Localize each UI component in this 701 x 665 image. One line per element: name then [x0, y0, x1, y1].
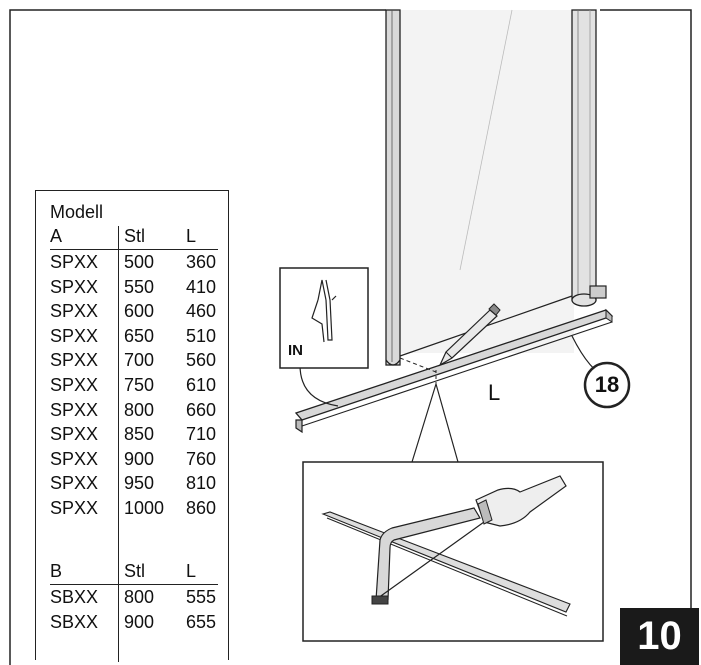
table-cell: 900	[124, 448, 155, 469]
length-label: L	[488, 380, 501, 405]
table-cell: 650	[124, 325, 155, 346]
table-row: SPXX 650 510	[36, 326, 230, 350]
part-number-circle	[583, 361, 631, 409]
table-cell: 555	[186, 587, 217, 607]
table-cell: SPXX	[50, 276, 99, 297]
table-cell: 1000	[124, 498, 165, 518]
table-row: SBXX 800 555	[36, 587, 230, 611]
table-cell: 560	[186, 350, 217, 371]
glass-panel	[385, 9, 607, 366]
step-number-badge: 10	[620, 608, 699, 665]
table-cell: SBXX	[50, 587, 99, 607]
table-cell: 800	[124, 587, 155, 607]
header-cell: B	[50, 561, 63, 581]
table-row: SBXX 900 655	[36, 612, 230, 636]
table-row: SPXX 700 560	[36, 350, 230, 374]
page-border	[9, 9, 692, 665]
table-header-b: B Stl L	[36, 561, 230, 585]
table-cell: 510	[186, 325, 217, 346]
column-divider	[118, 226, 119, 662]
header-cell: A	[50, 226, 63, 246]
table-cell: SBXX	[50, 611, 99, 632]
table-cell: 610	[186, 375, 217, 395]
profile-inset-box	[279, 267, 369, 369]
table-title: Modell	[50, 202, 104, 222]
table-cell: SPXX	[50, 375, 99, 395]
detail-leader	[411, 383, 459, 463]
table-cell: 710	[186, 424, 217, 445]
header-underline-a	[50, 249, 218, 250]
table-cell: SPXX	[50, 350, 99, 371]
hacksaw-icon	[375, 507, 481, 601]
right-frame-profile	[571, 9, 597, 301]
table-cell: 600	[124, 301, 155, 322]
table-cell: 950	[124, 473, 155, 494]
table-cell: 850	[124, 424, 155, 445]
table-cell: 660	[186, 399, 217, 420]
part-number-label: 18	[594, 372, 620, 397]
table-cell: 810	[186, 473, 217, 494]
table-cell: SPXX	[50, 252, 99, 272]
header-underline-b	[50, 584, 218, 585]
inset-leader	[299, 364, 339, 407]
table-cell: 360	[186, 252, 217, 272]
table-cell: 655	[186, 611, 217, 632]
table-cell: SPXX	[50, 301, 99, 322]
table-row: SPXX 1000 860	[36, 498, 230, 522]
table-cell: SPXX	[50, 473, 99, 494]
table-row: SPXX 550 410	[36, 277, 230, 301]
table-row: SPXX 600 460	[36, 301, 230, 325]
table-row: SPXX 900 760	[36, 449, 230, 473]
table-cell: 760	[186, 448, 217, 469]
table-row: SPXX 950 810	[36, 473, 230, 497]
table-row: SPXX 850 710	[36, 424, 230, 448]
profile-section-icon	[311, 279, 337, 343]
hand-icon	[475, 475, 567, 527]
inset-label-in: IN	[288, 342, 303, 359]
table-header-a: A Stl L	[36, 226, 230, 250]
table-cell: 550	[124, 276, 155, 297]
bottom-seal-strip	[294, 308, 614, 434]
table-cell: 410	[186, 276, 217, 297]
table-cell: 460	[186, 301, 217, 322]
table-row: SPXX 750 610	[36, 375, 230, 399]
table-cell: SPXX	[50, 448, 99, 469]
table-row: SPXX 500 360	[36, 252, 230, 276]
table-cell: 800	[124, 399, 155, 420]
table-cell: SPXX	[50, 498, 99, 518]
header-cell: L	[186, 226, 197, 246]
table-cell: 860	[186, 498, 217, 518]
header-cell: Stl	[124, 561, 146, 581]
left-frame-profile	[385, 9, 401, 366]
table-cell: 900	[124, 611, 155, 632]
saw-scene	[321, 475, 571, 617]
table-cell: SPXX	[50, 399, 99, 420]
table-cell: 700	[124, 350, 155, 371]
table-cell: 750	[124, 375, 155, 395]
pencil-icon	[438, 303, 501, 367]
header-cell: Stl	[124, 226, 146, 246]
table-cell: SPXX	[50, 325, 99, 346]
header-cell: L	[186, 561, 197, 581]
table-cell: 500	[124, 252, 155, 272]
table-row: SPXX 800 660	[36, 400, 230, 424]
table-cell: SPXX	[50, 424, 99, 445]
